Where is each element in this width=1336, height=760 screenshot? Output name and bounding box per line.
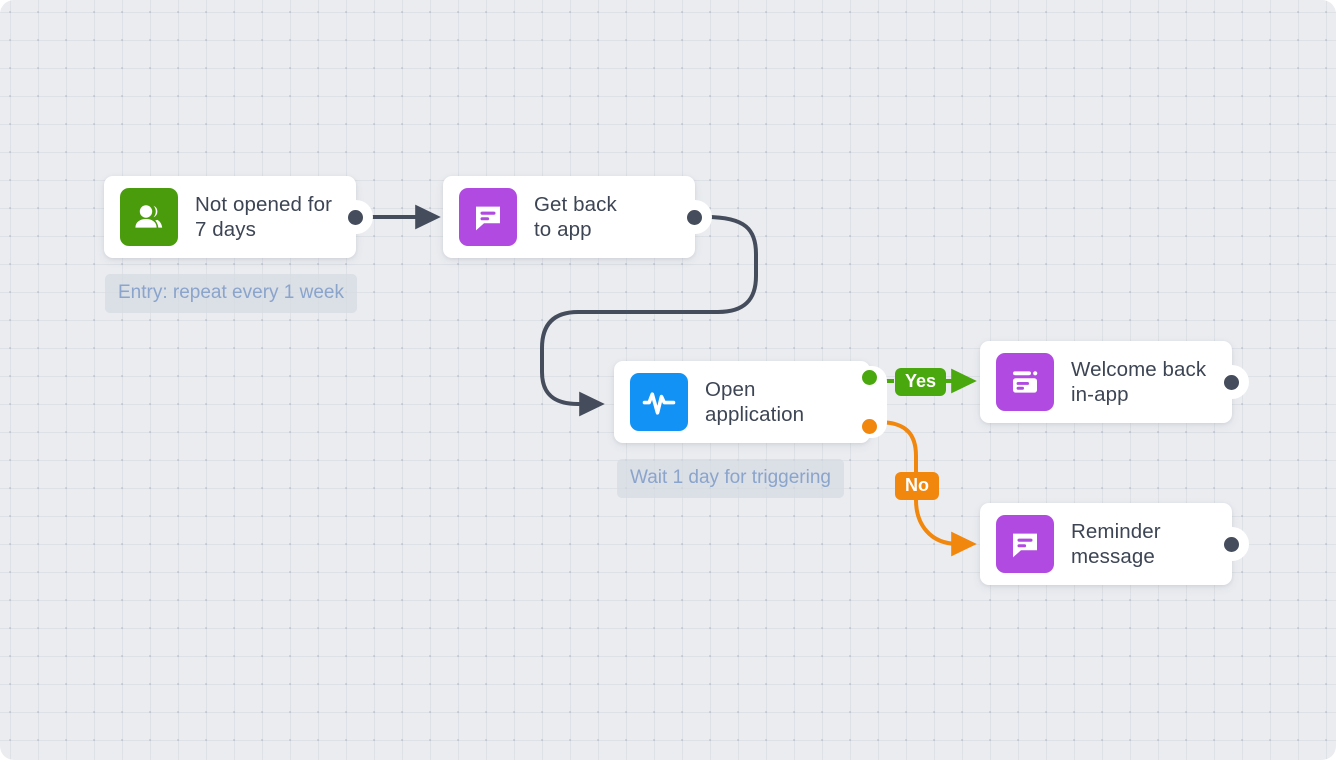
port-dot[interactable]	[1224, 374, 1239, 390]
node-label: Open application	[705, 378, 805, 426]
node-open-application[interactable]: Open application	[614, 361, 887, 443]
node-get-back-to-app[interactable]: Get back to app	[443, 176, 712, 258]
node-label: Not opened for 7 days	[195, 193, 333, 241]
branch-badge-no[interactable]: No	[895, 472, 939, 500]
in-app-window-icon	[996, 353, 1054, 411]
branch-badge-yes[interactable]: Yes	[895, 368, 947, 396]
output-port[interactable]	[1223, 527, 1249, 561]
port-dot[interactable]	[687, 209, 702, 225]
node-label: Get back to app	[534, 193, 617, 241]
wait-delay-caption[interactable]: Wait 1 day for triggering	[617, 459, 844, 498]
activity-pulse-icon	[630, 373, 688, 431]
port-dot-yes[interactable]	[862, 370, 877, 385]
node-not-opened-for-7-days[interactable]: Not opened for 7 days	[104, 176, 373, 258]
port-dot[interactable]	[1224, 536, 1239, 552]
output-port[interactable]	[1223, 365, 1249, 399]
chat-message-icon	[459, 188, 517, 246]
output-port[interactable]	[686, 200, 712, 234]
node-reminder-message[interactable]: Reminder message	[980, 503, 1249, 585]
edge-getback-to-openapp	[540, 215, 758, 417]
chat-message-icon	[996, 515, 1054, 573]
users-icon	[120, 188, 178, 246]
entry-schedule-caption[interactable]: Entry: repeat every 1 week	[105, 274, 357, 313]
branch-output-ports[interactable]	[861, 366, 887, 438]
node-label: Welcome back in-app	[1071, 358, 1207, 406]
node-label: Reminder message	[1071, 520, 1161, 568]
port-dot-no[interactable]	[862, 419, 877, 434]
port-dot[interactable]	[348, 209, 363, 225]
node-welcome-back-in-app[interactable]: Welcome back in-app	[980, 341, 1249, 423]
output-port[interactable]	[347, 200, 373, 234]
